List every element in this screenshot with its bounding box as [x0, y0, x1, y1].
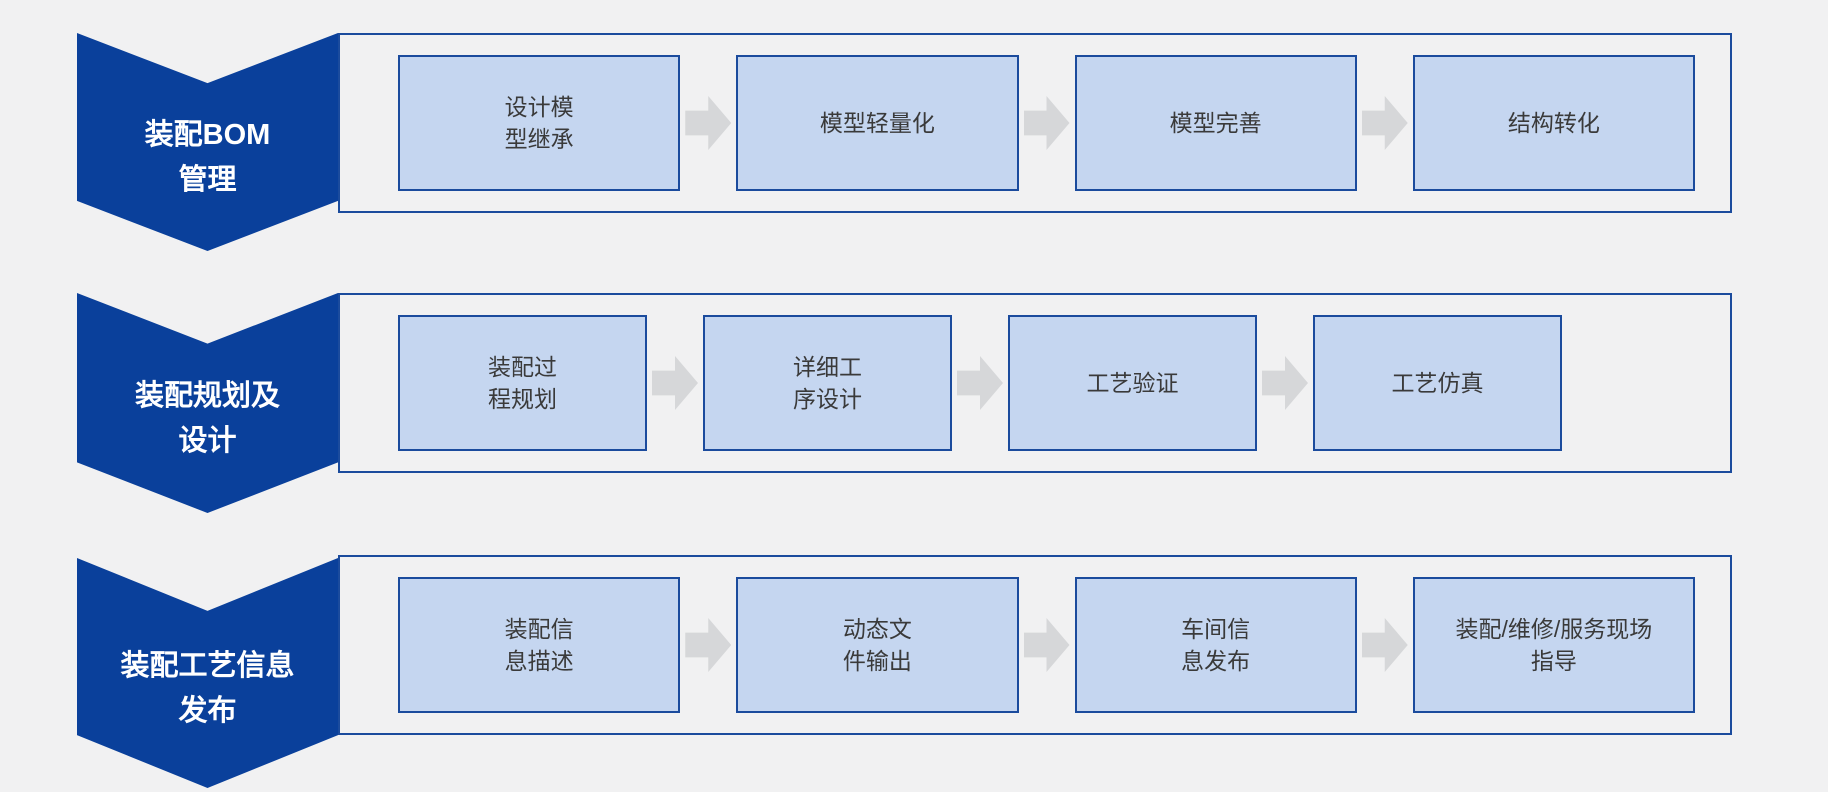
- step-label: 动态文 件输出: [842, 616, 912, 674]
- stage-chevron-process-info-release: 装配工艺信息 发布: [77, 558, 338, 788]
- step-label: 装配/维修/服务现场 指导: [1455, 616, 1653, 674]
- stage-row-process-info-release: 装配工艺信息 发布 装配信 息描述 动态文 件输出 车间信 息发布 装配/维修/…: [0, 555, 1828, 788]
- step-box-model-completion: 模型完善: [1074, 55, 1357, 191]
- stage-label: 装配BOM 管理: [144, 119, 271, 196]
- step-label: 模型完善: [1169, 110, 1262, 136]
- step-box-assembly-info-description: 装配信 息描述: [398, 577, 681, 713]
- stage-row-planning-design: 装配规划及 设计 装配过 程规划 详细工 序设计 工艺验证 工艺仿真: [0, 293, 1828, 513]
- flow-arrow-icon: [685, 618, 732, 672]
- step-box-detailed-operation-design: 详细工 序设计: [703, 315, 952, 451]
- step-label: 模型轻量化: [819, 110, 935, 136]
- step-box-dynamic-file-output: 动态文 件输出: [736, 577, 1019, 713]
- flow-arrow-icon: [652, 356, 698, 410]
- step-box-assembly-process-planning: 装配过 程规划: [398, 315, 647, 451]
- stage-panel-planning-design: 装配过 程规划 详细工 序设计 工艺验证 工艺仿真: [338, 293, 1732, 473]
- flow-arrow-icon: [1361, 96, 1408, 150]
- flow-arrow-icon: [685, 96, 732, 150]
- step-label: 装配信 息描述: [504, 616, 574, 674]
- step-label: 详细工 序设计: [793, 354, 862, 412]
- flow-arrow-icon: [1262, 356, 1308, 410]
- flow-arrow-icon: [1023, 96, 1070, 150]
- step-box-design-model-inherit: 设计模 型继承: [398, 55, 681, 191]
- step-box-process-verification: 工艺验证: [1008, 315, 1257, 451]
- step-label: 结构转化: [1507, 110, 1600, 136]
- flow-arrow-icon: [1023, 618, 1070, 672]
- step-label: 车间信 息发布: [1181, 616, 1251, 674]
- flow-arrow-icon: [957, 356, 1003, 410]
- stage-label: 装配规划及 设计: [134, 380, 280, 457]
- step-box-workshop-info-release: 车间信 息发布: [1074, 577, 1357, 713]
- stage-chevron-planning-design: 装配规划及 设计: [77, 293, 338, 513]
- step-label: 设计模 型继承: [504, 94, 574, 152]
- step-box-process-simulation: 工艺仿真: [1313, 315, 1562, 451]
- step-label: 工艺验证: [1086, 370, 1179, 396]
- step-box-structure-conversion: 结构转化: [1412, 55, 1695, 191]
- stage-chevron-bom-management: 装配BOM 管理: [77, 33, 338, 251]
- step-label: 装配过 程规划: [488, 354, 557, 412]
- stage-panel-process-info-release: 装配信 息描述 动态文 件输出 车间信 息发布 装配/维修/服务现场 指导: [338, 555, 1732, 735]
- flow-arrow-icon: [1361, 618, 1408, 672]
- stage-label: 装配工艺信息 发布: [120, 650, 295, 727]
- step-box-onsite-guidance: 装配/维修/服务现场 指导: [1412, 577, 1695, 713]
- step-box-model-lightweight: 模型轻量化: [736, 55, 1019, 191]
- stage-panel-bom-management: 设计模 型继承 模型轻量化 模型完善 结构转化: [338, 33, 1732, 213]
- stage-row-bom-management: 装配BOM 管理 设计模 型继承 模型轻量化 模型完善 结构转化: [0, 33, 1828, 251]
- step-label: 工艺仿真: [1391, 370, 1484, 396]
